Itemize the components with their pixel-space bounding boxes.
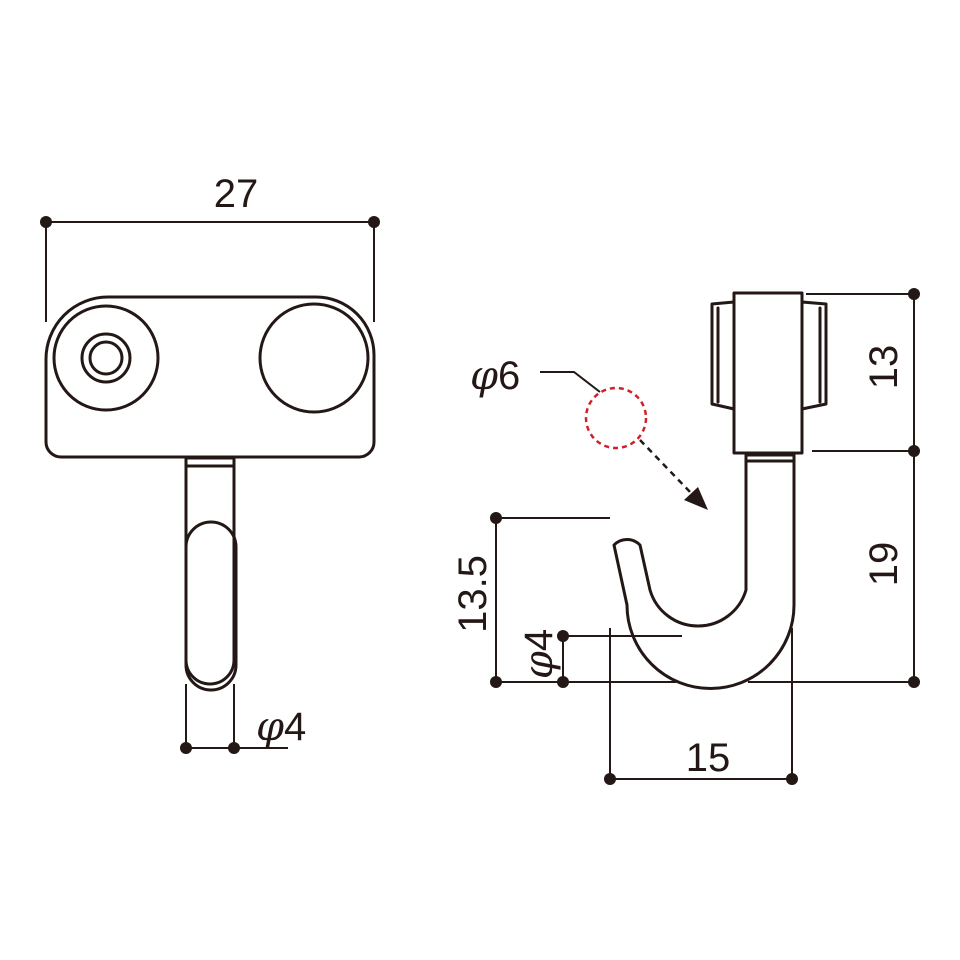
dim-hook-depth-label: 13.5 xyxy=(451,555,495,633)
dim-hook-width-end-left xyxy=(604,773,616,785)
front-base-plate xyxy=(44,295,376,459)
side-clip-flange-left xyxy=(710,300,736,411)
dim-height-hook-label: 19 xyxy=(862,542,906,587)
hole-marker-label: φ6 xyxy=(470,353,520,399)
dim-hook-width-label: 15 xyxy=(686,736,731,780)
front-left-hole-outer xyxy=(80,332,132,384)
front-view: 27 φ4 xyxy=(40,172,380,754)
hole-marker-arrow-line xyxy=(639,439,693,495)
dim-width-label: 27 xyxy=(214,172,259,216)
dim-right-end-mid xyxy=(908,445,920,457)
dim-width-end-left xyxy=(40,216,52,228)
dim-front-wire-end-right xyxy=(228,742,240,754)
side-clip-body xyxy=(732,291,804,455)
dim-side-wire-end-top xyxy=(557,630,569,642)
front-stem xyxy=(184,456,236,686)
dim-hook-depth-end-top xyxy=(490,512,502,524)
dim-side-wire-end-bottom xyxy=(557,676,569,688)
front-left-hole-inner xyxy=(88,340,124,376)
front-right-boss xyxy=(258,302,370,414)
dim-right-end-top xyxy=(908,288,920,300)
hole-marker-circle xyxy=(584,386,648,450)
dim-front-wire-end-left xyxy=(180,742,192,754)
front-stem-oblong xyxy=(184,520,238,692)
dim-width-end-right xyxy=(368,216,380,228)
dim-hook-width-end-right xyxy=(786,773,798,785)
dim-side-wire-label: φ4 xyxy=(516,629,562,679)
side-hook-wire xyxy=(612,453,796,690)
dim-front-wire-label: φ4 xyxy=(256,704,306,750)
front-left-boss xyxy=(52,304,160,412)
side-view: φ6 13 19 13.5 φ4 15 xyxy=(451,288,920,785)
dim-hook-depth-end-bottom xyxy=(490,676,502,688)
dim-height-top-label: 13 xyxy=(862,345,906,390)
hole-marker-arrow-head xyxy=(684,487,708,510)
hole-marker-leader xyxy=(540,371,601,393)
side-clip-flange-right xyxy=(800,300,828,411)
